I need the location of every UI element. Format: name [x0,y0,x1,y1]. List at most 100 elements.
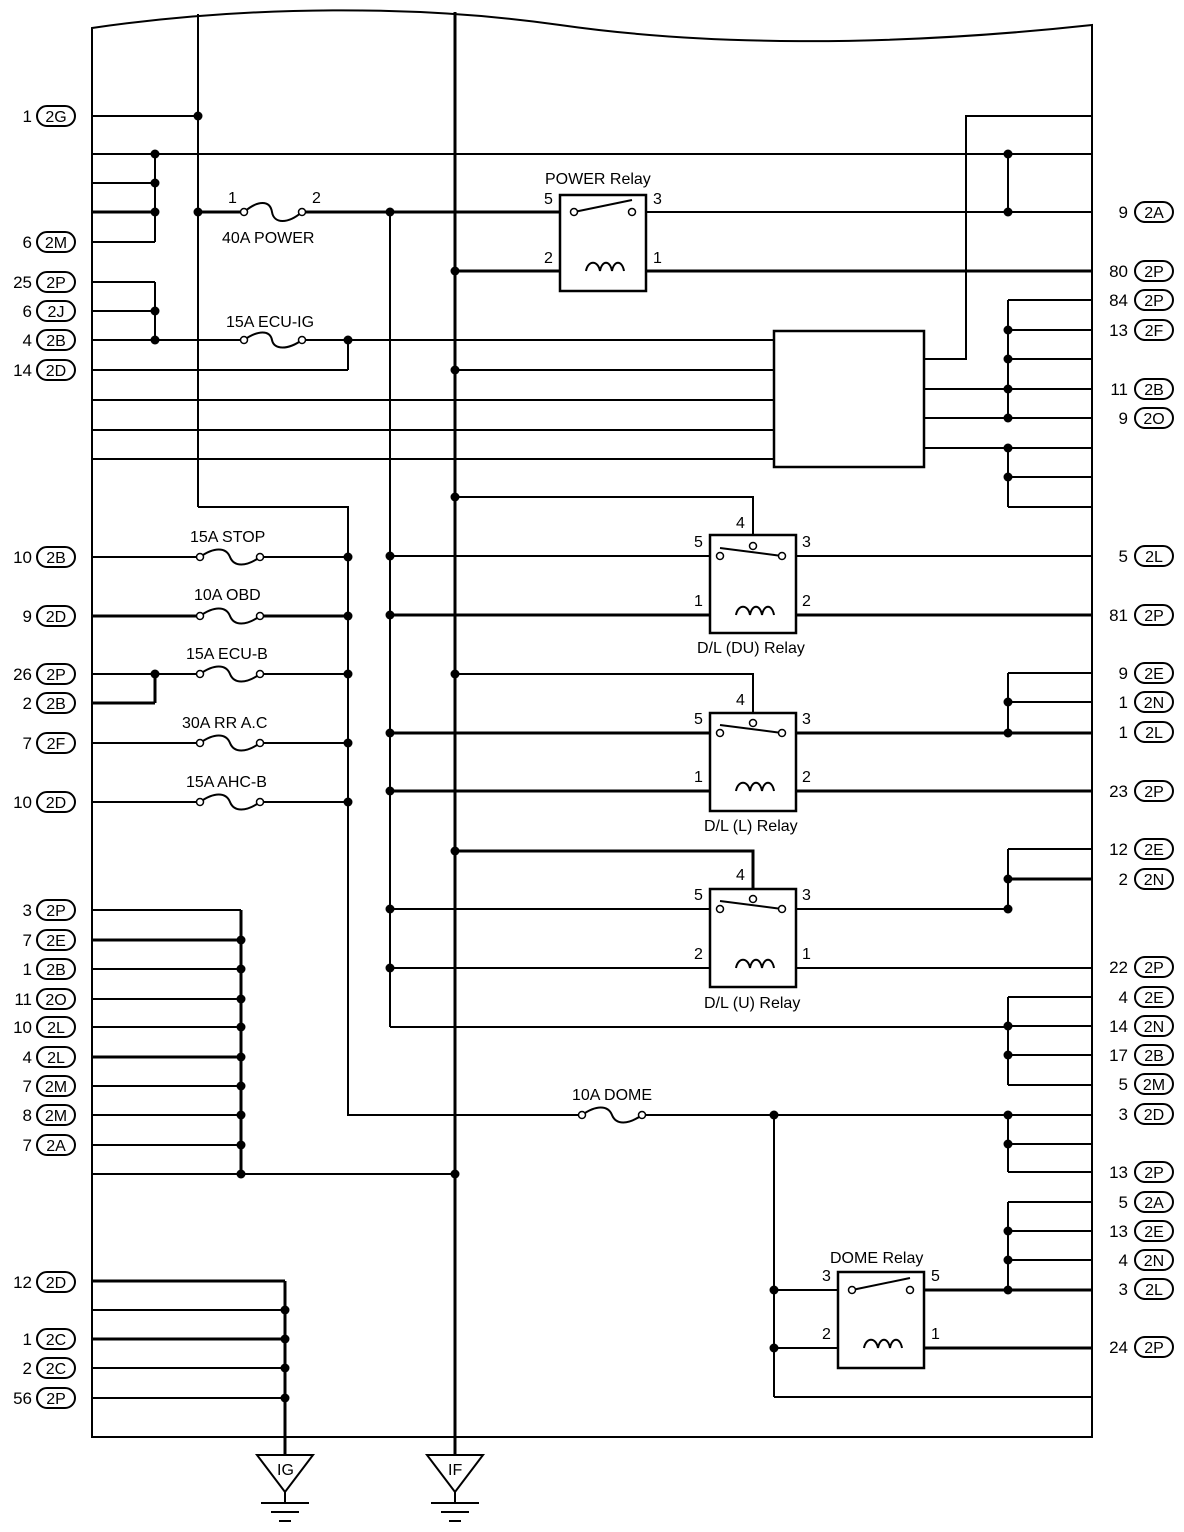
connector-oval [1134,1103,1174,1125]
connector-code: 2L [1145,725,1163,742]
connector-pin-number: 13 [1109,321,1128,340]
connector-code: 2F [47,736,66,753]
right-connector: 12 2E [1109,838,1174,860]
dl-l-relay [708,711,798,813]
wire [455,673,754,718]
connector-oval [36,663,76,685]
connector-oval [1134,1191,1174,1213]
connector-oval [1134,289,1174,311]
bus-stop [198,506,582,1116]
connector-oval [36,958,76,980]
connector-code: 2P [46,667,66,684]
fuse-15a-ahc-b [195,793,265,811]
connector-oval [1134,868,1174,890]
connector-oval [36,105,76,127]
relay-label-dl-l: D/L (L) Relay [704,818,798,835]
fuse-10a-dome [577,1106,647,1124]
connector-oval [36,899,76,921]
connector-code: 2D [46,795,66,812]
ground-label-ig: IG [277,1462,294,1479]
connector-oval [36,692,76,714]
dome-relay [836,1270,926,1370]
connector-oval [36,1271,76,1293]
connector-oval [36,1387,76,1409]
connector-oval [36,546,76,568]
connector-code: 2B [46,696,66,713]
relay-pin: 4 [736,867,745,884]
connector-pin-number: 11 [14,990,32,1009]
relay-pin: 5 [931,1268,940,1285]
fuse-label-10a-dome: 10A DOME [572,1087,652,1104]
connector-pin-number: 12 [13,1273,32,1292]
connector-code: 2O [45,992,66,1009]
connector-code: 2D [46,609,66,626]
ground-ig: IG [254,1454,316,1522]
fuse-15a-stop [195,548,265,566]
relay-pin: 4 [736,515,745,532]
connector-pin-number: 56 [13,1389,32,1408]
relay-pin: 2 [802,593,811,610]
connector-oval [36,300,76,322]
wire [455,496,754,540]
connector-pin-number: 11 [1110,380,1128,399]
connector-oval [1134,545,1174,567]
relay-label-dl-du: D/L (DU) Relay [697,640,805,657]
connector-pin-number: 1 [23,107,32,126]
connector-oval [1134,1336,1174,1358]
connector-oval [36,988,76,1010]
connector-oval [1134,691,1174,713]
fuse-label-30a-rr-ac: 30A RR A.C [182,715,267,732]
connector-code: 2L [47,1050,65,1067]
fuse-pin-2: 2 [312,190,321,207]
fuse-pin-1: 1 [228,190,237,207]
fuse-label-40a-power: 40A POWER [222,230,314,247]
fuse-label-10a-obd: 10A OBD [194,587,261,604]
connector-pin-number: 2 [1119,870,1128,889]
connector-pin-number: 84 [1109,291,1128,310]
connector-code: 2M [45,235,67,252]
connector-code: 2P [1144,1340,1164,1357]
connector-pin-number: 24 [1109,1338,1128,1357]
connector-code: 2B [1144,1048,1164,1065]
wire [924,115,1092,360]
connector-code: 2E [1144,842,1164,859]
connector-code: 2M [1143,1077,1165,1094]
connector-pin-number: 3 [23,901,32,920]
connector-pin-number: 13 [1109,1222,1128,1241]
connector-oval [1134,1278,1174,1300]
connector-pin-number: 7 [23,1077,32,1096]
connector-oval [36,1016,76,1038]
junction-dots [150,111,1013,1403]
connector-code: 2M [45,1079,67,1096]
fuse-15a-ecu-ig [239,331,307,349]
connector-pin-number: 12 [1109,840,1128,859]
connector-oval [36,231,76,253]
fuse-label-15a-stop: 15A STOP [190,529,265,546]
connector-code: 2L [1145,549,1163,566]
connector-code: 2C [46,1361,66,1378]
connector-code: 2N [1144,695,1164,712]
connector-pin-number: 7 [23,734,32,753]
connector-oval [36,271,76,293]
connector-code: 2A [1144,205,1164,222]
ecu-block [772,329,926,469]
